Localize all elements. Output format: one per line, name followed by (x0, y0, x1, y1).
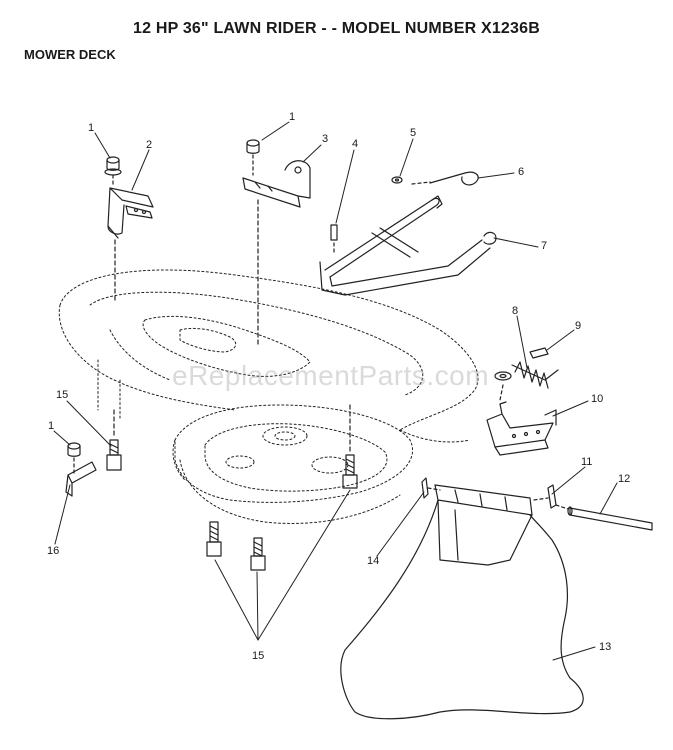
callout-1: 1 (289, 111, 296, 123)
part-1-nut-d (67, 442, 81, 457)
diagram-title: 12 HP 36" LAWN RIDER - - MODEL NUMBER X1… (133, 20, 540, 37)
part-15-bolt-a (106, 439, 122, 471)
leader-lines (53, 121, 618, 661)
callout-7: 7 (541, 240, 548, 252)
callout-9: 9 (575, 320, 582, 332)
callout-12: 12 (618, 473, 631, 485)
callout-2: 2 (146, 139, 153, 151)
part-2-bracket (107, 187, 154, 239)
part-1-nut-a (104, 156, 122, 176)
callout-5: 5 (410, 127, 417, 139)
callout-1: 1 (88, 122, 95, 134)
callout-15: 15 (252, 650, 265, 662)
callout-16: 16 (47, 545, 60, 557)
part-15-bolt-c (206, 521, 222, 557)
callout-8: 8 (512, 305, 519, 317)
part-6-hairpin (411, 171, 479, 186)
section-title: MOWER DECK (24, 47, 116, 62)
callout-4: 4 (352, 138, 359, 150)
part-12-rod (555, 504, 653, 531)
part-3-bracket (242, 160, 311, 208)
mower-deck (58, 269, 479, 524)
callout-13: 13 (599, 641, 612, 653)
part-10-bracket (486, 401, 557, 456)
part-4-pin (330, 224, 338, 256)
callout-10: 10 (591, 393, 604, 405)
part-1-nut-b (246, 139, 260, 154)
callout-1: 1 (48, 420, 55, 432)
discharge-chute (434, 484, 533, 566)
callout-14: 14 (367, 555, 380, 567)
part-9-pin (529, 347, 549, 359)
part-11-washer (533, 484, 557, 509)
part-16-bracket (65, 461, 97, 497)
part-15-bolt-b (342, 454, 358, 489)
callout-15: 15 (56, 389, 69, 401)
part-1-nut-c (494, 371, 512, 381)
part-7-lift-frame (319, 195, 497, 296)
part-15-bolt-d (250, 537, 266, 571)
part-5-washer (391, 176, 403, 184)
callout-3: 3 (322, 133, 329, 145)
callout-6: 6 (518, 166, 525, 178)
part-8-spring (511, 361, 559, 389)
callout-11: 11 (581, 456, 593, 468)
part-13-chute-bag (340, 499, 584, 720)
watermark-text: eReplacementParts.com (172, 360, 490, 391)
